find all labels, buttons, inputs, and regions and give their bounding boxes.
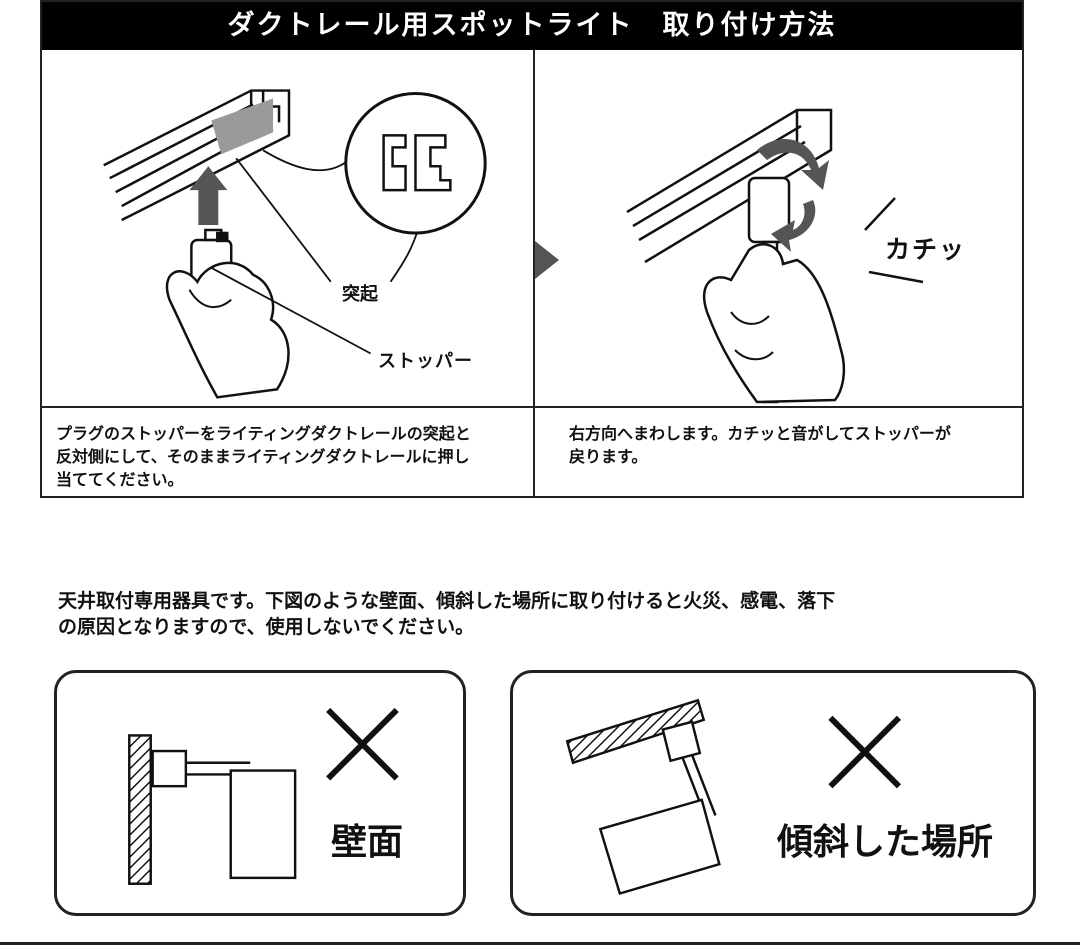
slope-mount-illustration [565,698,902,895]
protrusion-highlight [211,98,274,155]
spotlight-drawing [598,798,721,895]
click-sound-label: カチッ [885,235,967,264]
hand-drawing [702,243,846,404]
wall-label: 壁面 [331,822,404,863]
sound-lines [864,197,924,284]
step1-caption: プラグのストッパーをライティングダクトレールの突起と 反対側にして、そのままライ… [56,424,471,489]
spotlight-drawing [229,769,297,880]
rail-rotate-illustration [535,108,924,404]
rotate-arrow-top-icon [757,138,829,190]
plug-drawing [661,720,702,763]
prohibited-slope-box: 傾斜した場所 [510,670,1036,916]
slope-label: 傾斜した場所 [777,822,994,863]
warning-text: 天井取付専用器具です。下図のような壁面、傾斜した場所に取り付けると火災、感電、落… [58,590,836,638]
plug-drawing [151,749,188,788]
step2-caption: 右方向へまわします。カチッと音がしてストッパーが 戻ります。 [569,424,951,466]
x-mark-icon [326,707,399,781]
step2-caption-cell: 右方向へまわします。カチッと音がしてストッパーが 戻ります。 [535,406,1022,496]
hand-drawing [165,261,290,399]
step1-illustration: 突起 ストッパー [42,50,535,406]
guide-title: ダクトレール用スポットライト 取り付け方法 [42,2,1022,50]
stopper-label: ストッパー [378,351,473,372]
x-mark-icon [828,715,902,789]
up-arrow-icon [189,166,228,226]
duct-rail-drawing [626,108,833,264]
slope-hatch [565,698,706,765]
step2-illustration: カチッ [535,50,1022,406]
wall-hatch [128,734,152,885]
installation-guide: ダクトレール用スポットライト 取り付け方法 [40,0,1024,498]
rotate-arrow-bottom-icon [771,200,816,252]
wall-mount-illustration [128,707,399,885]
rail-profile-icon [382,134,452,192]
step1-caption-cell: プラグのストッパーをライティングダクトレールの突起と 反対側にして、そのままライ… [42,406,535,496]
next-step-arrow-icon [535,241,559,279]
prohibited-wall-box: 壁面 [54,670,466,916]
rail-insert-illustration [103,89,487,399]
bottom-rule [0,942,1080,945]
protrusion-label: 突起 [342,284,378,305]
